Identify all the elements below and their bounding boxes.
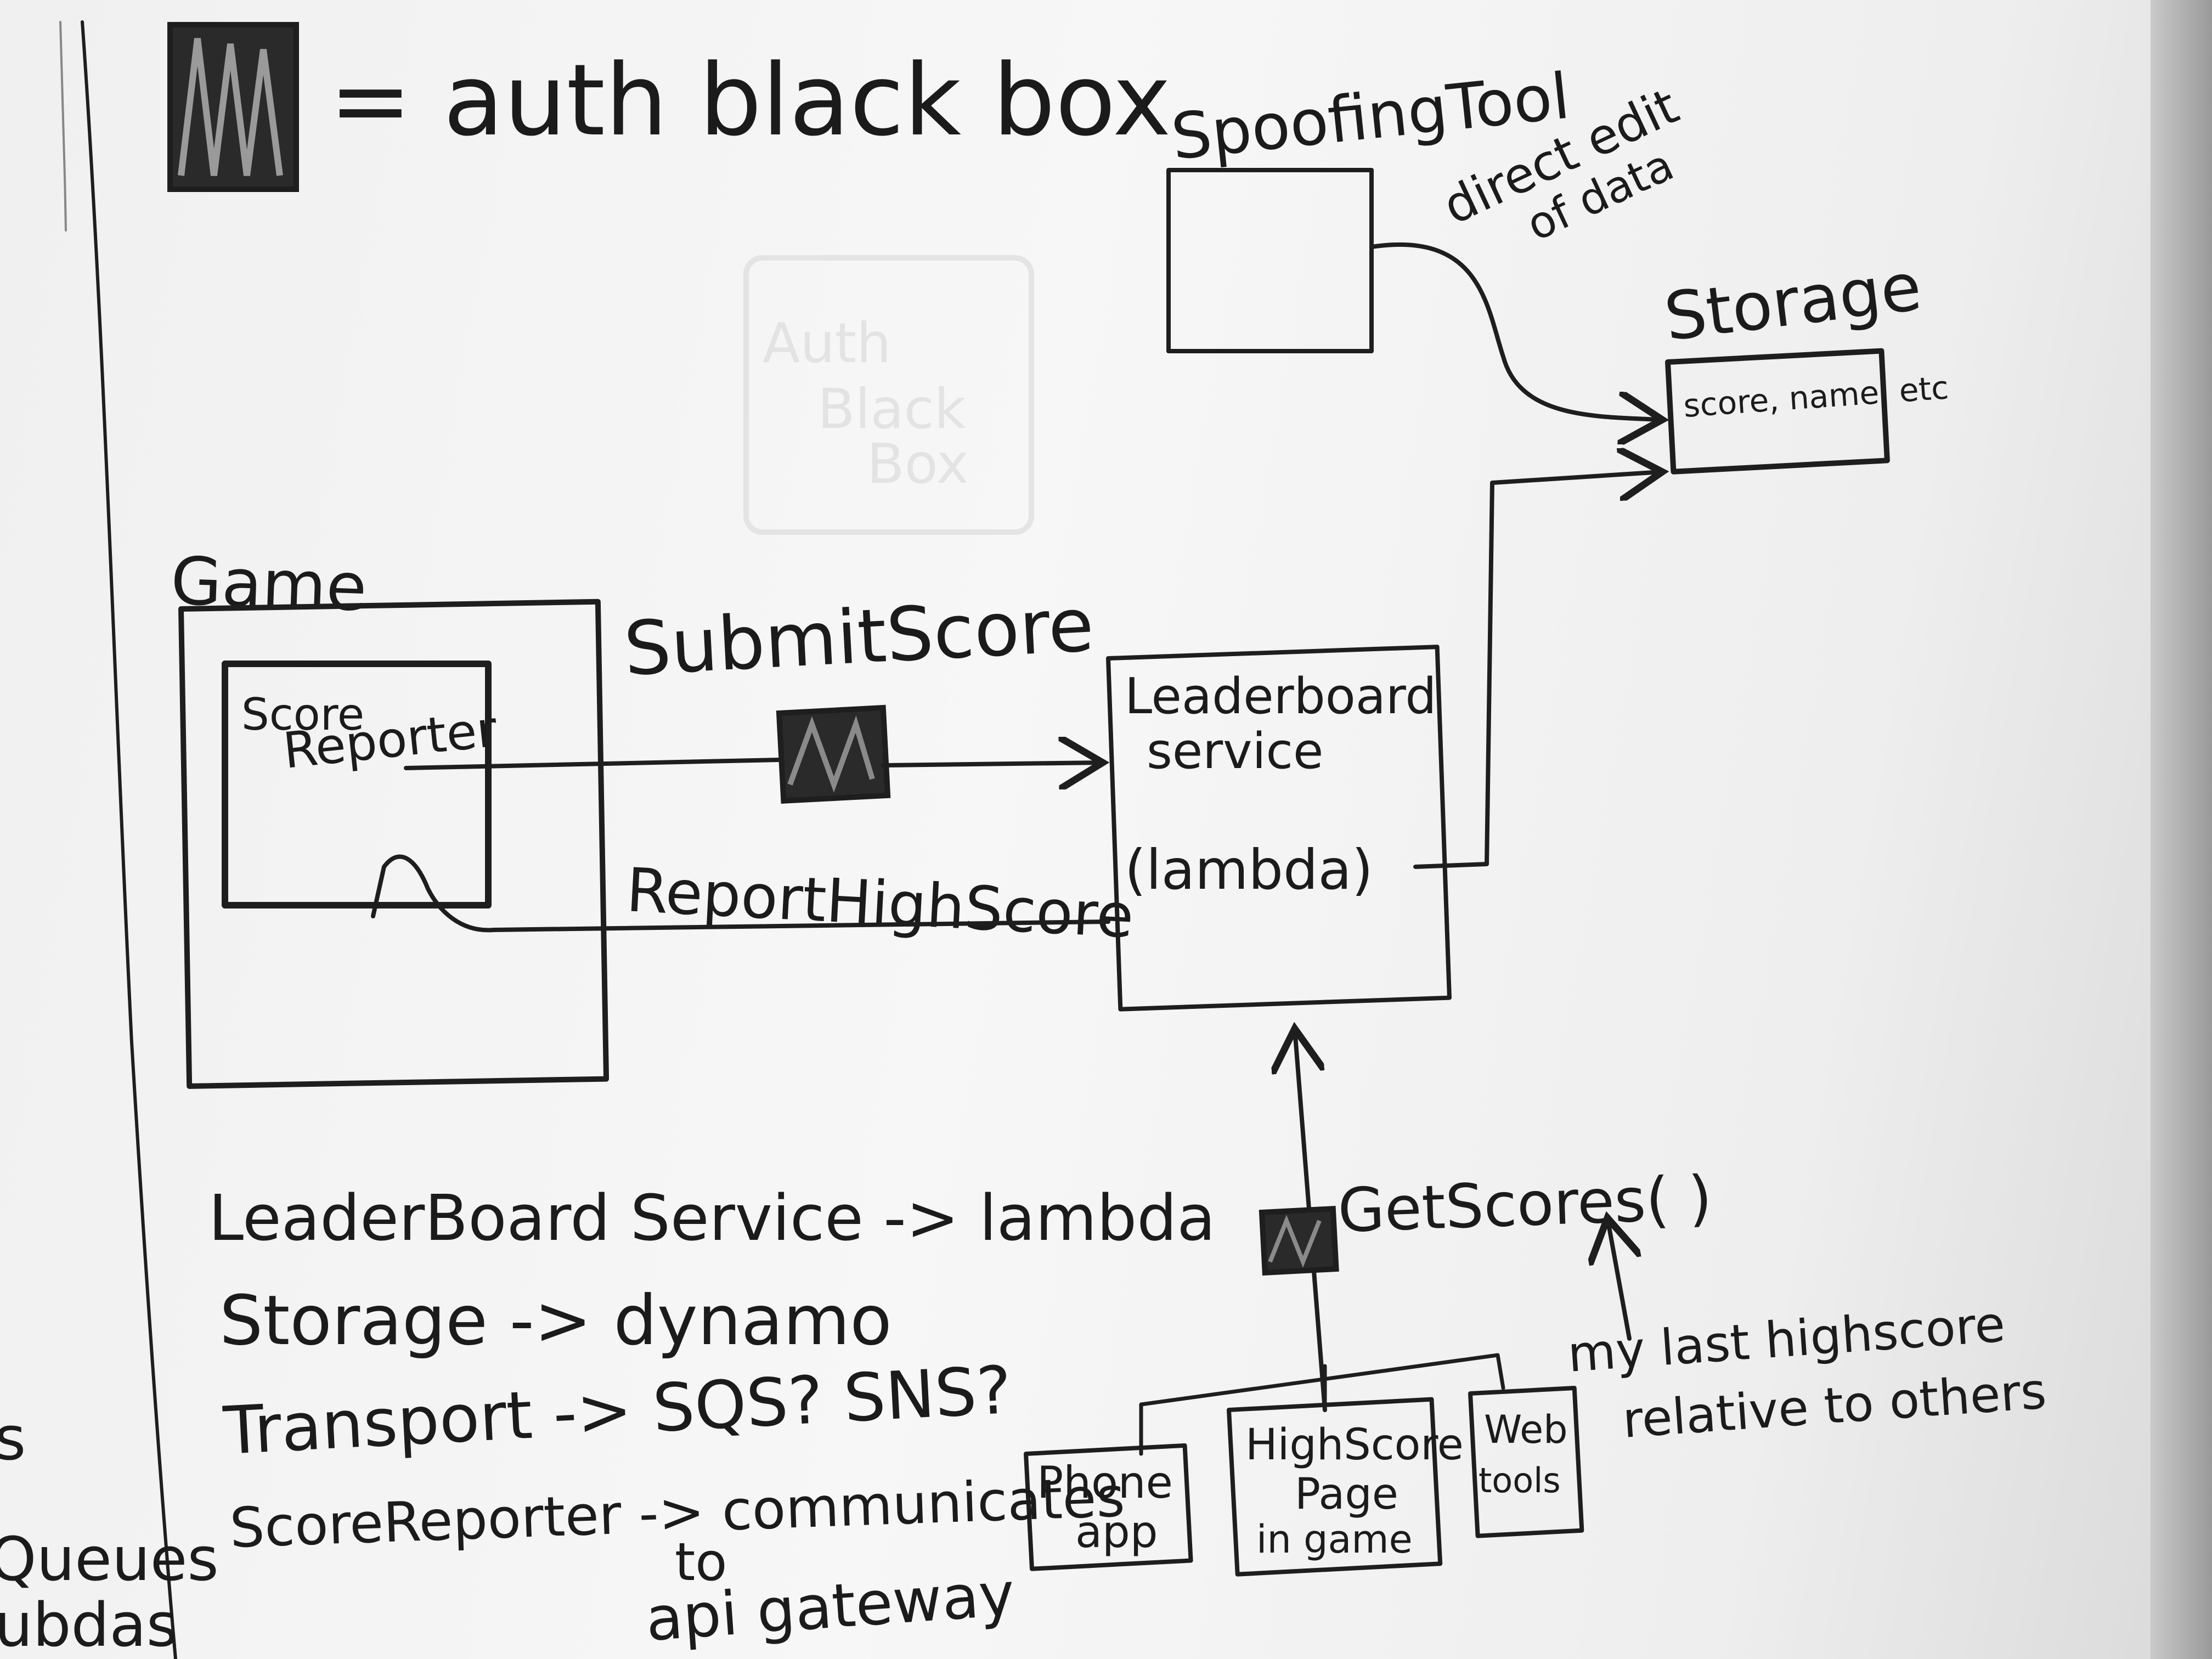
notes-line-2: Storage -> dynamo: [219, 1281, 892, 1361]
svg-text:Box: Box: [867, 432, 969, 496]
edge-spoofing-to-storage: [1369, 242, 1662, 420]
cut-off-item-1: s: [0, 1403, 26, 1474]
storage-title: Storage: [1661, 249, 1926, 356]
submit-score-auth-box: [776, 704, 891, 804]
highscore-page-label-1: HighScore: [1245, 1420, 1464, 1470]
notes-line-1: LeaderBoard Service -> lambda: [208, 1182, 1216, 1255]
get-scores-label: GetScores( ): [1336, 1163, 1713, 1246]
get-scores-edge: GetScores( ): [1139, 1029, 1713, 1456]
storage: Storage score, name, etc: [1661, 249, 1950, 475]
web-tools-box: [1468, 1386, 1584, 1538]
leaderboard-service: Leaderboard service (lambda): [1105, 645, 1452, 1012]
web-tools-label-2: tools: [1479, 1460, 1561, 1500]
left-margin-line: [81, 20, 177, 1659]
score-reporter-box: [222, 661, 492, 909]
left-margin-line-2: [59, 21, 67, 232]
whiteboard-frame: [2151, 0, 2212, 1659]
report-high-score-line: [371, 854, 1110, 933]
submit-score-edge: SubmitScore: [404, 582, 1103, 804]
cut-off-left-text: s Queues ubdas: [0, 1403, 219, 1659]
highscore-page-box: [1227, 1397, 1443, 1577]
auth-black-box-icon: [167, 22, 299, 192]
notes-line-5: to: [675, 1532, 727, 1593]
submit-score-line: [404, 758, 781, 770]
game-title: Game: [170, 543, 368, 626]
storage-content: score, name, etc: [1682, 369, 1950, 425]
spoofing-tool-box: [1166, 168, 1374, 353]
legend-text: = auth black box: [329, 43, 1171, 158]
web-tools: Web tools: [1468, 1386, 1584, 1538]
leaderboard-label-3: (lambda): [1125, 838, 1373, 902]
get-scores-auth-box: [1259, 1205, 1339, 1276]
notes: LeaderBoard Service -> lambda Storage ->…: [208, 1182, 1216, 1655]
leaderboard-service-box: [1105, 645, 1452, 1012]
highscore-page-label-3: in game: [1256, 1517, 1413, 1562]
game-box: [178, 599, 610, 1089]
cut-off-item-3: ubdas: [0, 1590, 178, 1659]
get-scores-annotation-arrow: [1607, 1218, 1629, 1341]
erased-box: Auth Black Box: [743, 255, 1034, 535]
report-high-score-label: ReportHighScore: [625, 855, 1136, 951]
client-branch-lines: [1139, 1353, 1505, 1456]
submit-score-arrow: [881, 763, 1103, 765]
svg-text:Auth: Auth: [763, 311, 891, 375]
cut-off-item-2: Queues: [0, 1524, 219, 1594]
edge-leaderboard-to-storage: [1413, 472, 1662, 869]
phone-app-box: [1024, 1443, 1193, 1571]
leaderboard-label-2: service: [1147, 723, 1323, 780]
score-reporter-label-1: Score: [241, 689, 364, 740]
submit-score-label: SubmitScore: [622, 582, 1096, 692]
svg-text:Black: Black: [817, 377, 966, 441]
notes-line-3: Transport -> SQS? SNS?: [221, 1352, 1013, 1470]
legend: = auth black box: [167, 22, 1171, 192]
game: Game Score Reporter: [170, 543, 610, 1089]
highscore-page: HighScore Page in game: [1227, 1397, 1464, 1577]
my-last-highscore-note: my last highscore relative to others: [1566, 1295, 2048, 1449]
phone-app-label-1: Phone: [1037, 1457, 1173, 1508]
storage-box: [1665, 348, 1890, 475]
highscore-page-label-2: Page: [1295, 1470, 1398, 1519]
phone-app-label-2: app: [1075, 1506, 1158, 1558]
leaderboard-label-1: Leaderboard: [1125, 668, 1436, 725]
web-tools-label-1: Web: [1484, 1407, 1568, 1452]
phone-app: Phone app: [1024, 1443, 1193, 1571]
score-reporter: Score Reporter: [222, 661, 500, 909]
